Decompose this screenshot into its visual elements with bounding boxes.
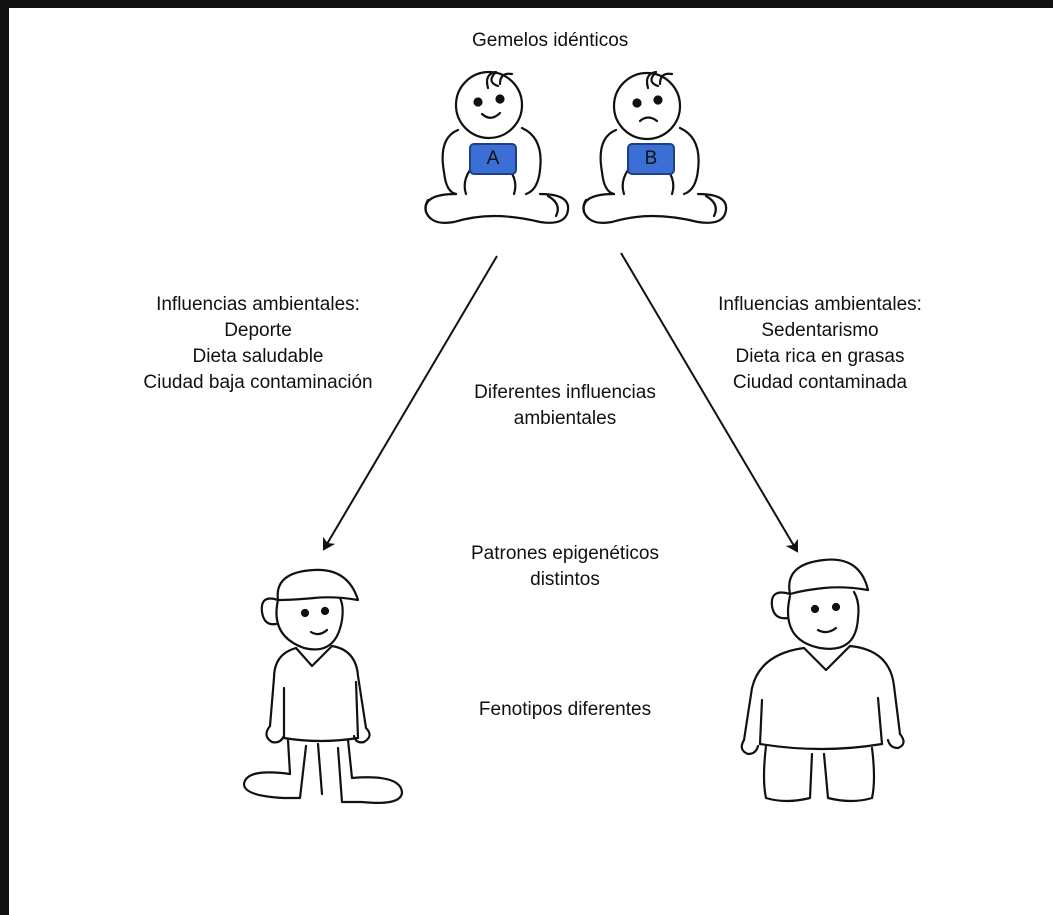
- arrow-right: [620, 252, 799, 553]
- title: Gemelos idénticos: [472, 30, 629, 51]
- right-influence-item: Dieta rica en grasas: [735, 346, 905, 367]
- heavy-adult-head: [786, 590, 860, 650]
- heavy-adult-torso: [742, 644, 902, 742]
- heavy-adult-figure: [740, 558, 905, 803]
- slim-adult-torso: [268, 644, 368, 730]
- left-influence-item: Dieta saludable: [192, 346, 324, 367]
- baby-b-hair: [645, 70, 674, 90]
- heavy-adult-legs: [762, 744, 876, 803]
- left-influences-heading: Influencias ambientales:: [156, 294, 360, 315]
- epigenetic-label: Patrones epigenéticos distintos: [470, 543, 659, 590]
- right-influence-item: Ciudad contaminada: [732, 372, 908, 393]
- baby-a-mouth: [480, 111, 502, 119]
- right-influences-block: Influencias ambientales: Sedentarismo Di…: [690, 292, 950, 396]
- baby-a-body: [441, 126, 542, 196]
- slim-adult-head: [275, 596, 344, 651]
- slim-adult-figure: [242, 568, 404, 804]
- slim-adult-neck: [294, 644, 334, 668]
- baby-b-badge: [627, 143, 675, 175]
- heavy-adult-neck: [802, 644, 852, 672]
- baby-a-head: [454, 70, 524, 140]
- heavy-adult-hair: [788, 558, 870, 596]
- badge-a-label: A: [486, 148, 500, 169]
- slim-adult-legs: [242, 738, 404, 804]
- phenotype-label: Fenotipos diferentes: [478, 699, 652, 720]
- right-influence-item: Sedentarismo: [761, 320, 879, 341]
- right-influences-heading: Influencias ambientales:: [718, 294, 922, 315]
- baby-b: [582, 70, 728, 224]
- left-influence-item: Ciudad baja contaminación: [143, 372, 373, 393]
- baby-a-badge: [469, 143, 517, 175]
- environment-label: Diferentes influencias ambientales: [474, 382, 656, 429]
- baby-b-mouth: [638, 116, 659, 123]
- baby-b-head: [612, 71, 682, 141]
- left-influences-block: Influencias ambientales: Deporte Dieta s…: [108, 292, 408, 396]
- slim-adult-hair: [276, 568, 360, 602]
- baby-b-body: [599, 126, 700, 196]
- left-influence-item: Deporte: [224, 320, 292, 341]
- badge-b-label: B: [644, 148, 658, 169]
- arrow-left: [322, 255, 498, 551]
- baby-a: [424, 70, 570, 224]
